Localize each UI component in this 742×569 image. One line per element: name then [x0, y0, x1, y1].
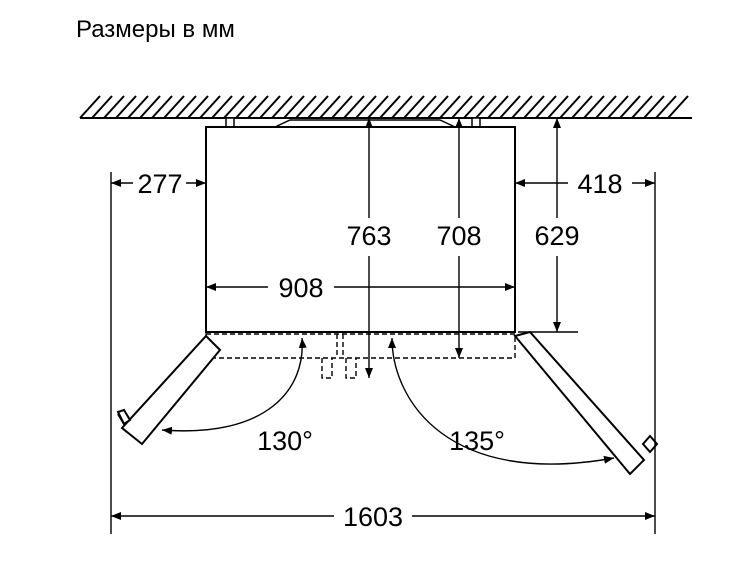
closed-doors-outline — [205, 333, 516, 379]
wall-hatching — [79, 95, 692, 119]
right-door-angle-label: 135° — [449, 426, 505, 456]
right-open-door — [513, 330, 659, 476]
body-width-label: 908 — [278, 273, 323, 303]
page-title: Размеры в мм — [76, 16, 235, 43]
left-clearance-label: 277 — [137, 169, 182, 199]
total-width-label: 1603 — [343, 502, 403, 532]
wall-spacers — [225, 117, 481, 128]
body-depth-label: 629 — [534, 221, 579, 251]
depth-with-handle-label: 763 — [346, 221, 391, 251]
dimension-lines — [111, 118, 655, 520]
fridge-body — [205, 126, 516, 333]
left-open-door — [116, 334, 222, 446]
extension-lines — [110, 172, 656, 534]
right-clearance-label: 418 — [577, 169, 622, 199]
depth-without-handle-label: 708 — [436, 221, 481, 251]
left-door-angle-label: 130° — [257, 426, 313, 456]
